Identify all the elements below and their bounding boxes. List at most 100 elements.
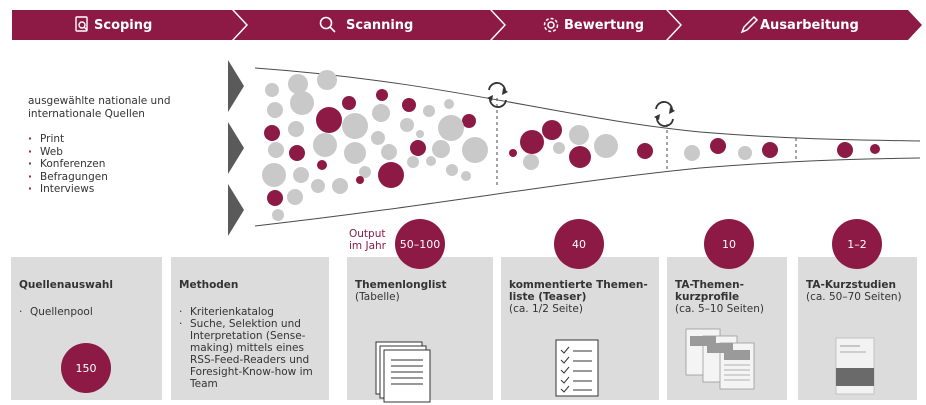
funnel-bottom-curve bbox=[254, 157, 921, 227]
gray-circle bbox=[359, 166, 371, 178]
gray-circle bbox=[288, 121, 304, 137]
input-arrow-3 bbox=[228, 184, 244, 236]
accent-circle bbox=[542, 120, 562, 140]
source-item: Konferenzen bbox=[28, 158, 198, 171]
funnel-circles bbox=[262, 70, 880, 221]
chevron-scanning bbox=[234, 10, 504, 40]
accent-circle bbox=[378, 162, 404, 188]
gray-circle bbox=[462, 137, 488, 163]
accent-circle bbox=[316, 107, 342, 133]
refresh-icon bbox=[654, 101, 675, 127]
gray-circle bbox=[426, 156, 436, 166]
box-methoden-content: Methoden Kriterienkatalog Suche, Selekti… bbox=[171, 257, 329, 400]
input-arrow-2 bbox=[228, 122, 244, 174]
accent-circle bbox=[509, 149, 517, 157]
box-list-item: Quellenpool bbox=[19, 306, 93, 318]
count-badge: 10 bbox=[704, 219, 754, 269]
document-lines-icon bbox=[375, 341, 431, 403]
accent-circle bbox=[317, 160, 327, 170]
box-list: Kriterienkatalog Suche, Selektion und In… bbox=[179, 306, 321, 390]
gray-circle bbox=[569, 125, 589, 145]
box-subtitle: (ca. 5–10 Seiten) bbox=[675, 303, 764, 315]
stage-label-scoping: Scoping bbox=[94, 17, 153, 33]
gray-circle bbox=[372, 104, 390, 122]
accent-circle bbox=[837, 142, 853, 158]
gray-circle bbox=[344, 142, 366, 164]
document-stack-icon bbox=[685, 328, 755, 390]
gray-circle bbox=[267, 102, 283, 118]
stage-label-bewertung: Bewertung bbox=[564, 17, 644, 33]
gear-icon bbox=[543, 17, 559, 33]
sources-intro: ausgewählte nationale und internationale… bbox=[28, 95, 171, 120]
gray-circle bbox=[738, 146, 752, 160]
box-title-text: kommentierte Themen-liste (Teaser) bbox=[509, 279, 648, 303]
box-title: Quellenauswahl bbox=[19, 279, 113, 291]
box-list-item: Suche, Selektion und Interpretation (Sen… bbox=[179, 318, 321, 390]
box-subtitle: (ca. 1/2 Seite) bbox=[509, 303, 583, 315]
document-search-icon bbox=[75, 16, 88, 32]
gray-circle bbox=[523, 154, 539, 170]
accent-circle bbox=[410, 140, 426, 156]
accent-circle bbox=[762, 142, 778, 158]
source-item: Befragungen bbox=[28, 171, 198, 184]
box-title-text: TA-Kurzstudien bbox=[806, 279, 897, 291]
box-subtitle: (Tabelle) bbox=[355, 291, 400, 303]
gray-circle bbox=[553, 142, 565, 154]
gray-circle bbox=[262, 163, 286, 187]
gray-circle bbox=[381, 144, 397, 160]
gray-circle bbox=[272, 209, 284, 221]
gray-circle bbox=[416, 130, 424, 138]
gray-circle bbox=[288, 74, 308, 94]
stage-label-scanning: Scanning bbox=[346, 17, 414, 33]
gray-circle bbox=[684, 145, 700, 161]
box-themenlonglist-content: Themenlonglist (Tabelle) bbox=[347, 257, 493, 400]
pencil-icon bbox=[740, 15, 759, 34]
chevron-ausarbeitung bbox=[668, 10, 922, 40]
gray-circle bbox=[400, 118, 414, 132]
source-item: Print bbox=[28, 133, 198, 146]
magnifier-icon bbox=[319, 16, 336, 33]
output-label: Output im Jahr bbox=[349, 228, 386, 252]
box-title-text: TA-Themen-kurzprofile bbox=[675, 279, 744, 303]
input-arrow-1 bbox=[228, 60, 244, 112]
box-list-item: Kriterienkatalog bbox=[179, 306, 321, 318]
accent-circle bbox=[520, 130, 544, 154]
gray-circle bbox=[290, 91, 314, 115]
box-subtitle: (ca. 50–70 Seiten) bbox=[806, 291, 902, 303]
chevron-bewertung bbox=[492, 10, 680, 40]
box-title: Themenlonglist (Tabelle) bbox=[355, 279, 485, 303]
accent-circle bbox=[710, 138, 726, 154]
accent-circle bbox=[267, 190, 283, 206]
report-cover-icon bbox=[835, 337, 875, 395]
box-title: TA-Kurzstudien (ca. 50–70 Seiten) bbox=[806, 279, 916, 303]
gray-circle bbox=[594, 134, 618, 158]
box-title: Methoden bbox=[179, 279, 239, 291]
accent-circle bbox=[462, 114, 476, 128]
box-themenkurzprofile-content: TA-Themen-kurzprofile (ca. 5–10 Seiten) bbox=[667, 257, 787, 400]
gray-circle bbox=[423, 105, 435, 117]
accent-circle bbox=[870, 144, 880, 154]
chevron-scoping bbox=[12, 10, 246, 40]
gray-circle bbox=[332, 178, 348, 194]
gray-circle bbox=[444, 99, 454, 109]
gray-circle bbox=[438, 115, 464, 141]
accent-circle bbox=[637, 143, 653, 159]
count-badge: 40 bbox=[554, 219, 604, 269]
count-badge: 50–100 bbox=[395, 219, 445, 269]
gray-circle bbox=[461, 171, 471, 181]
accent-circle bbox=[376, 89, 388, 101]
gray-circle bbox=[407, 156, 419, 168]
checklist-icon bbox=[555, 339, 599, 397]
accent-circle bbox=[264, 125, 280, 141]
sources-list: Print Web Konferenzen Befragungen Interv… bbox=[28, 133, 198, 196]
stage-chevrons bbox=[12, 10, 922, 40]
gray-circle bbox=[268, 142, 284, 158]
box-title-text: Themenlonglist bbox=[355, 279, 447, 291]
source-item: Web bbox=[28, 146, 198, 159]
gray-circle bbox=[371, 131, 385, 145]
count-badge: 1–2 bbox=[832, 219, 882, 269]
gray-circle bbox=[287, 189, 303, 205]
gray-circle bbox=[265, 83, 279, 97]
box-kurzstudien-content: TA-Kurzstudien (ca. 50–70 Seiten) bbox=[798, 257, 917, 400]
